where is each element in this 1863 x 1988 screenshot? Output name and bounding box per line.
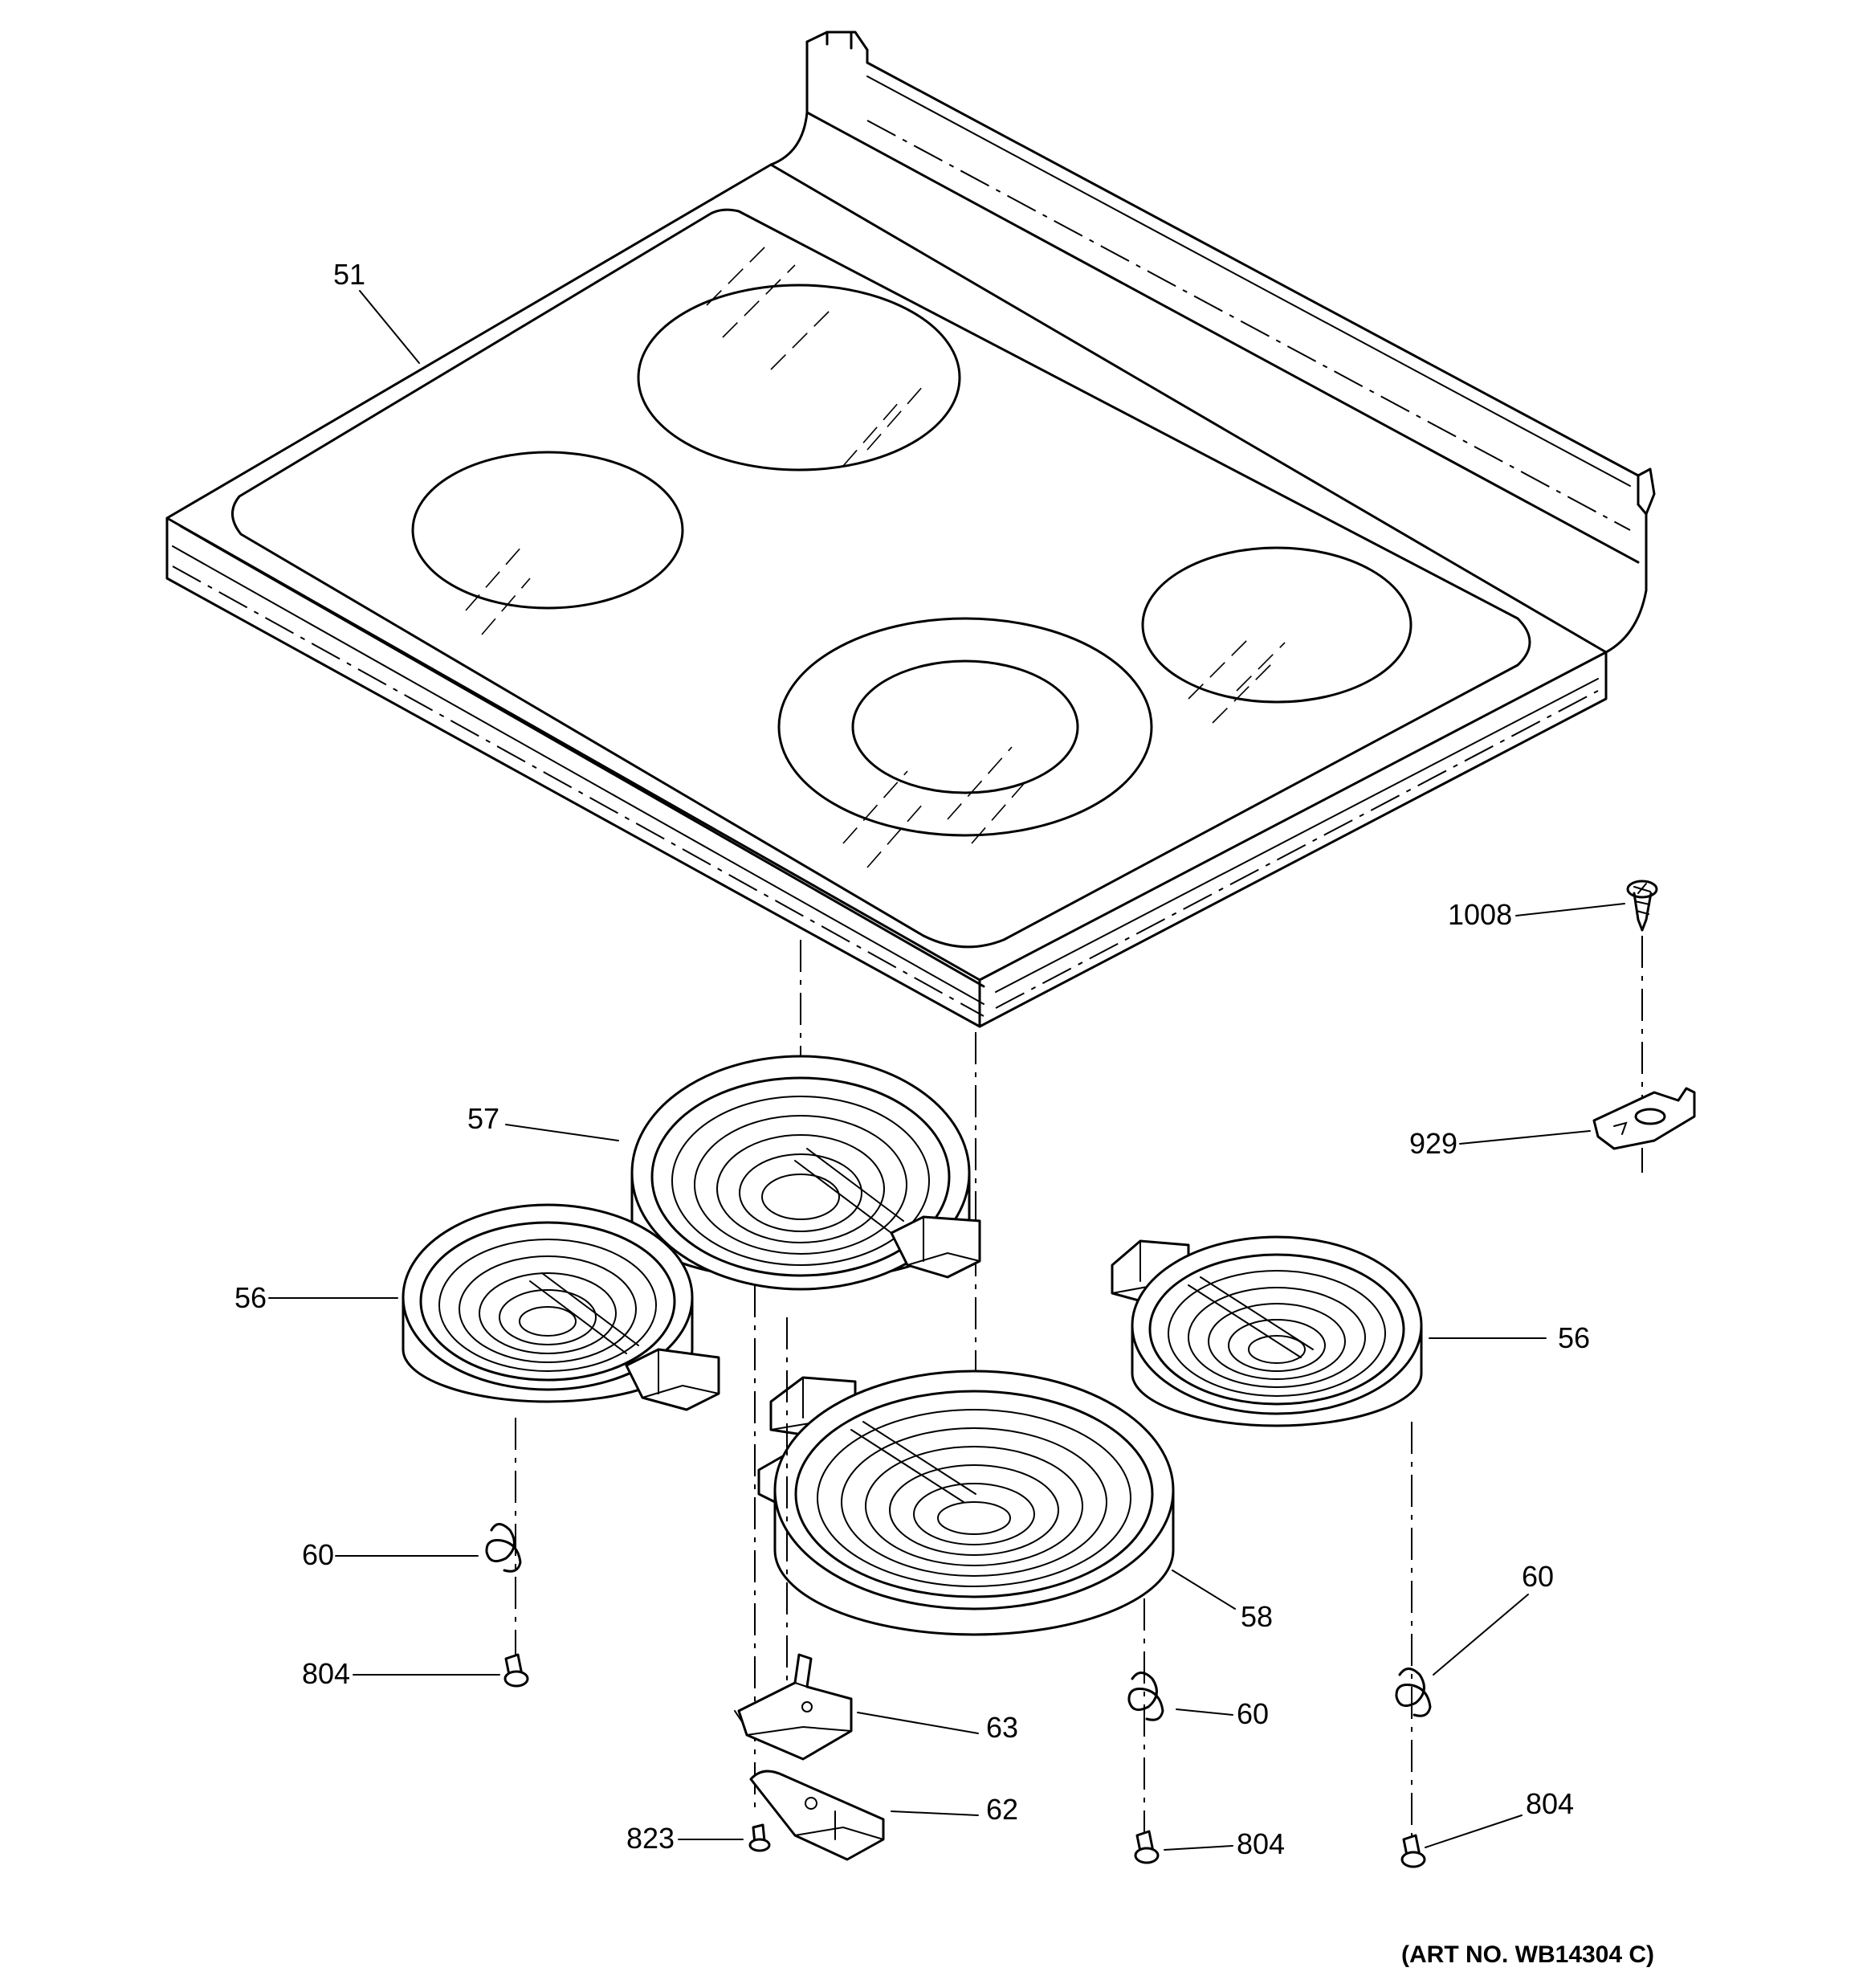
screw-top[interactable] xyxy=(1626,880,1658,932)
bracket-929[interactable] xyxy=(1592,1087,1696,1150)
callout-56-left: 56 xyxy=(234,1281,267,1314)
callout-51: 51 xyxy=(333,258,365,291)
element-left-small[interactable] xyxy=(402,1203,720,1411)
clip-left[interactable] xyxy=(485,1523,522,1573)
callout-804-left: 804 xyxy=(302,1657,350,1690)
clip-right[interactable] xyxy=(1395,1668,1432,1717)
callout-60-center: 60 xyxy=(1237,1697,1269,1730)
callout-804-center: 804 xyxy=(1237,1827,1285,1860)
callout-60-right: 60 xyxy=(1522,1560,1554,1593)
bracket-62[interactable] xyxy=(749,1770,885,1861)
callout-929: 929 xyxy=(1409,1127,1457,1160)
callout-60-left: 60 xyxy=(302,1538,334,1571)
clip-center[interactable] xyxy=(1127,1672,1164,1721)
callout-58: 58 xyxy=(1241,1600,1273,1633)
callout-823: 823 xyxy=(626,1822,675,1855)
screw-823[interactable] xyxy=(748,1823,771,1852)
callout-62: 62 xyxy=(986,1793,1018,1826)
element-right-small[interactable] xyxy=(1111,1235,1423,1427)
callout-804-right: 804 xyxy=(1526,1787,1574,1820)
callout-57: 57 xyxy=(467,1102,499,1135)
callout-56-right: 56 xyxy=(1558,1321,1590,1354)
screw-left[interactable] xyxy=(503,1653,529,1688)
cooktop-glass[interactable] xyxy=(165,31,1656,1028)
screw-right[interactable] xyxy=(1400,1834,1426,1868)
callout-1008: 1008 xyxy=(1448,898,1512,931)
callout-63: 63 xyxy=(986,1711,1018,1744)
screw-center[interactable] xyxy=(1134,1830,1160,1864)
element-large-dual[interactable] xyxy=(630,1055,981,1291)
element-front-dual[interactable] xyxy=(757,1370,1175,1636)
bracket-63[interactable] xyxy=(734,1653,853,1761)
art-number: (ART NO. WB14304 C) xyxy=(1401,1941,1654,1968)
